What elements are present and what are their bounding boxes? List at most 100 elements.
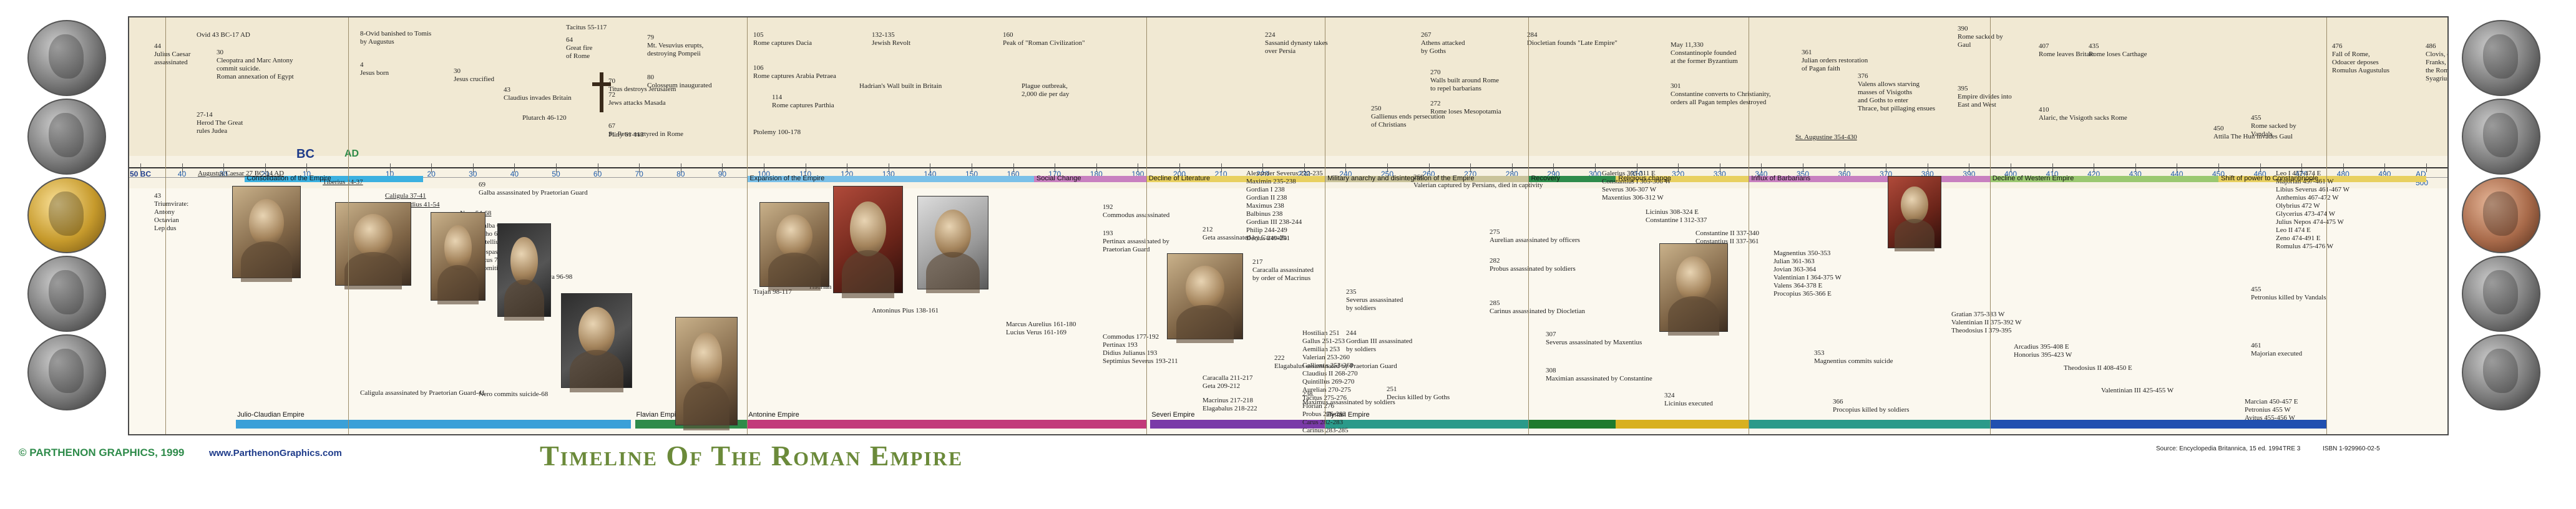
axis-tick — [182, 163, 183, 172]
era-divider — [1989, 17, 1991, 434]
event-note: 44 Julius Caesar assassinated — [154, 42, 191, 66]
ruler-note: 260 Valerian captured by Persians, died … — [1413, 173, 1543, 189]
ruler-note: 238 Maximus assassinated by soldiers — [1302, 390, 1395, 406]
period-bar-top — [1749, 176, 1990, 182]
dynasty-bar — [1989, 420, 2327, 429]
emperor-portrait — [561, 293, 632, 392]
axis-tick — [1470, 163, 1471, 172]
period-label-top: Religious change — [1618, 175, 1671, 182]
event-note: St. Augustine 354-430 — [1795, 133, 1857, 141]
event-note: 224 Sassanid dynasty takes over Persia — [1265, 31, 1328, 55]
dynasty-label: Antonine Empire — [748, 411, 799, 419]
axis-tick — [1511, 163, 1513, 172]
ruler-note: 282 Probus assassinated by soldiers — [1490, 257, 1576, 273]
period-label-top: Recovery — [1531, 175, 1560, 182]
axis-tick — [1179, 163, 1180, 172]
period-bar-top — [1325, 176, 1529, 182]
event-note: 272 Rome loses Mesopotamia — [1430, 100, 1501, 115]
axis-tick-label: 90 — [718, 170, 727, 178]
era-divider — [747, 17, 748, 434]
isbn-text: ISBN 1-929960-02-5 — [2323, 445, 2380, 452]
event-note: 106 Rome captures Arabia Petraea — [753, 64, 836, 80]
ruler-note: Gratian 375-383 W Valentinian II 375-392… — [1951, 311, 2022, 334]
axis-tick — [722, 163, 723, 172]
period-bar-top — [2218, 176, 2426, 182]
event-note: 435 Rome loses Carthage — [2089, 42, 2147, 58]
axis-tick — [265, 163, 266, 172]
dynasty-bar — [1150, 420, 1325, 429]
event-note: 270 Walls built around Rome to repel bar… — [1430, 69, 1500, 92]
emperor-portrait — [335, 202, 411, 289]
bc-label: BC — [296, 147, 315, 161]
roman-coin-icon — [2462, 20, 2540, 96]
period-label-top: Expansion of the Empire — [749, 175, 825, 182]
ruler-note: Arcadius 395-408 E Honorius 395-423 W — [2014, 343, 2072, 359]
ad-label: AD — [344, 148, 359, 159]
axis-tick — [389, 163, 391, 172]
axis-tick-label: 80 — [676, 170, 685, 178]
emperor-portrait — [833, 186, 903, 298]
period-label-top: Social Change — [1036, 175, 1081, 182]
ruler-note: Marcus Aurelius 161-180 Lucius Verus 161… — [1006, 321, 1076, 336]
axis-tick — [1387, 163, 1388, 172]
ruler-note: Hostilian 251 Gallus 251-253 Aemilian 25… — [1302, 329, 1358, 434]
emperor-portrait — [917, 196, 988, 294]
period-bar-top — [1616, 176, 1749, 182]
axis-tick-label: 20 — [427, 170, 436, 178]
ruler-note: 212 Geta assassinated by Caracalla — [1203, 226, 1287, 241]
dynasty-bar — [236, 420, 631, 429]
era-divider — [2326, 17, 2328, 434]
ruler-note: 275 Aurelian assassinated by officers — [1490, 228, 1580, 244]
roman-coin-icon — [27, 334, 106, 410]
event-note: 105 Rome captures Dacia — [753, 31, 812, 47]
period-label-top: Consolidation of the Empire — [246, 175, 331, 182]
ruler-note: 353 Magnentius commits suicide — [1814, 349, 1893, 365]
axis-tick — [1013, 163, 1014, 172]
ruler-note: 251 Decius killed by Goths — [1387, 385, 1450, 401]
dynasty-label: Flavian Empire — [636, 411, 682, 419]
dynasty-label: Julio-Claudian Empire — [237, 411, 305, 419]
event-note: Plague outbreak, 2,000 die per day — [1022, 82, 1070, 98]
dynasty-label: Severi Empire — [1151, 411, 1195, 419]
event-note: 80 Colosseum inaugurated — [647, 74, 712, 89]
ruler-note: Galerius 305-311 E Constantius I 305-306… — [1602, 170, 1671, 201]
roman-coin-icon — [27, 177, 106, 253]
roman-coin-icon — [27, 20, 106, 96]
ruler-note: Commodus 177-192 Pertinax 193 Didius Jul… — [1103, 333, 1178, 365]
event-note: Plutarch 46-120 — [522, 114, 567, 122]
ruler-note: Tiberius 14-37 — [323, 178, 363, 186]
cross-icon — [592, 72, 611, 112]
event-note: 132-135 Jewish Revolt — [872, 31, 911, 47]
emperor-portrait — [1659, 243, 1728, 336]
period-label-top: Influx of Barbarians — [1751, 175, 1811, 182]
axis-tick — [431, 163, 432, 172]
axis-tick — [514, 163, 515, 172]
period-label-top: Shift of power to Constantinople — [2221, 175, 2318, 182]
period-label-top: Decline of Western Empire — [1992, 175, 2074, 182]
axis-tick-label: 40 — [177, 170, 187, 178]
axis-tick — [1262, 163, 1264, 172]
tre-code: TRE 3 — [2283, 445, 2301, 452]
website-link[interactable]: www.ParthenonGraphics.com — [209, 448, 342, 458]
period-bar-top — [747, 176, 1034, 182]
ruler-note: Caracalla 211-217 Geta 209-212 — [1203, 374, 1253, 390]
event-note: 284 Diocletian founds "Late Empire" — [1527, 31, 1617, 47]
emperor-portrait — [1888, 176, 1941, 251]
ruler-note: Antoninus Pius 138-161 — [872, 307, 939, 314]
axis-tick — [2260, 163, 2261, 172]
axis-tick — [2135, 163, 2136, 172]
axis-tick — [2343, 163, 2344, 172]
axis-tick-label: 30 — [469, 170, 477, 178]
ruler-note: Licinius 308-324 E Constantine I 312-337 — [1646, 208, 1707, 224]
event-note: 450 Attila The Hun invades Gaul — [2213, 125, 2293, 140]
ruler-note: Nero commits suicide-68 — [479, 390, 549, 398]
roman-coin-icon — [27, 99, 106, 175]
ruler-note: 192 Commodus assassinated — [1103, 203, 1170, 219]
event-note: 455 Rome sacked by Vandals — [2251, 114, 2296, 138]
emperor-portrait — [232, 186, 301, 283]
axis-tick — [1428, 163, 1430, 172]
emperor-portrait — [431, 212, 485, 304]
ruler-note: 455 Petronius killed by Vandals — [2251, 286, 2326, 301]
event-note: 64 Great fire of Rome — [566, 36, 593, 60]
